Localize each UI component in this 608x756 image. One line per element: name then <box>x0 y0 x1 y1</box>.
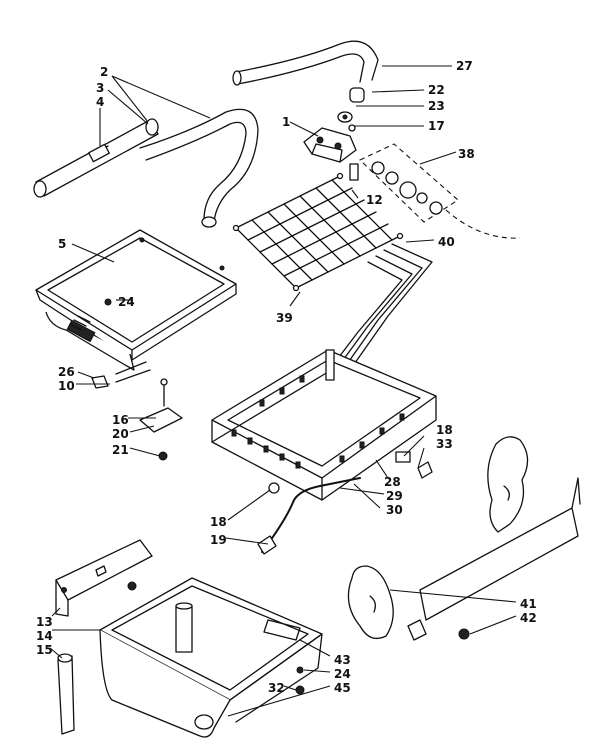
callout-3: 3 <box>96 81 104 95</box>
cabinet-cutaway-left <box>347 565 394 640</box>
callout-39: 39 <box>276 311 293 325</box>
fill-tube-top <box>232 40 379 86</box>
callout-43: 43 <box>334 653 351 667</box>
callout-33: 33 <box>436 437 453 451</box>
callout-4: 4 <box>96 95 104 109</box>
callout-19: 19 <box>210 533 227 547</box>
callout-18-right: 18 <box>436 423 453 437</box>
drain-pan <box>99 577 323 738</box>
callout-5: 5 <box>58 237 66 251</box>
callout-2: 2 <box>100 65 108 79</box>
fitting-kit <box>359 143 521 239</box>
callout-22: 22 <box>428 83 445 97</box>
callout-24-lower: 24 <box>334 667 351 681</box>
callout-17: 17 <box>428 119 445 133</box>
callout-38: 38 <box>458 147 475 161</box>
water-valve-assembly <box>303 87 365 181</box>
callout-24-upper: 24 <box>118 295 135 309</box>
callout-45: 45 <box>334 681 351 695</box>
callout-29: 29 <box>386 489 403 503</box>
harvest-frame <box>211 349 437 501</box>
callout-20: 20 <box>112 427 129 441</box>
cabinet-cutaway-right <box>487 436 529 533</box>
callout-30: 30 <box>386 503 403 517</box>
callout-16: 16 <box>112 413 129 427</box>
callout-23: 23 <box>428 99 445 113</box>
callout-12: 12 <box>366 193 383 207</box>
cutter-grid <box>232 172 404 292</box>
power-cord <box>257 451 433 555</box>
bracket-parts <box>91 361 183 461</box>
callout-13: 13 <box>36 615 53 629</box>
callout-14: 14 <box>36 629 53 643</box>
callout-27: 27 <box>456 59 473 73</box>
ice-mold-tray <box>35 229 237 371</box>
callout-labels: 2 3 4 5 27 22 23 17 1 38 12 40 39 24 26 … <box>36 59 537 695</box>
callout-26: 26 <box>58 365 75 379</box>
callout-1: 1 <box>282 115 290 129</box>
mounting-bracket <box>55 539 153 617</box>
frame-slots <box>231 375 405 469</box>
callout-32: 32 <box>268 681 285 695</box>
callout-42: 42 <box>520 611 537 625</box>
callout-15: 15 <box>36 643 53 657</box>
drain-tube <box>57 653 75 735</box>
callout-21: 21 <box>112 443 129 457</box>
callout-40: 40 <box>438 235 455 249</box>
leader-lines <box>49 65 517 717</box>
callout-41: 41 <box>520 597 537 611</box>
water-tube <box>139 108 259 228</box>
callout-18-left: 18 <box>210 515 227 529</box>
callout-28: 28 <box>384 475 401 489</box>
front-panel <box>407 477 581 641</box>
callout-10: 10 <box>58 379 75 393</box>
shaft-assembly <box>33 118 159 198</box>
